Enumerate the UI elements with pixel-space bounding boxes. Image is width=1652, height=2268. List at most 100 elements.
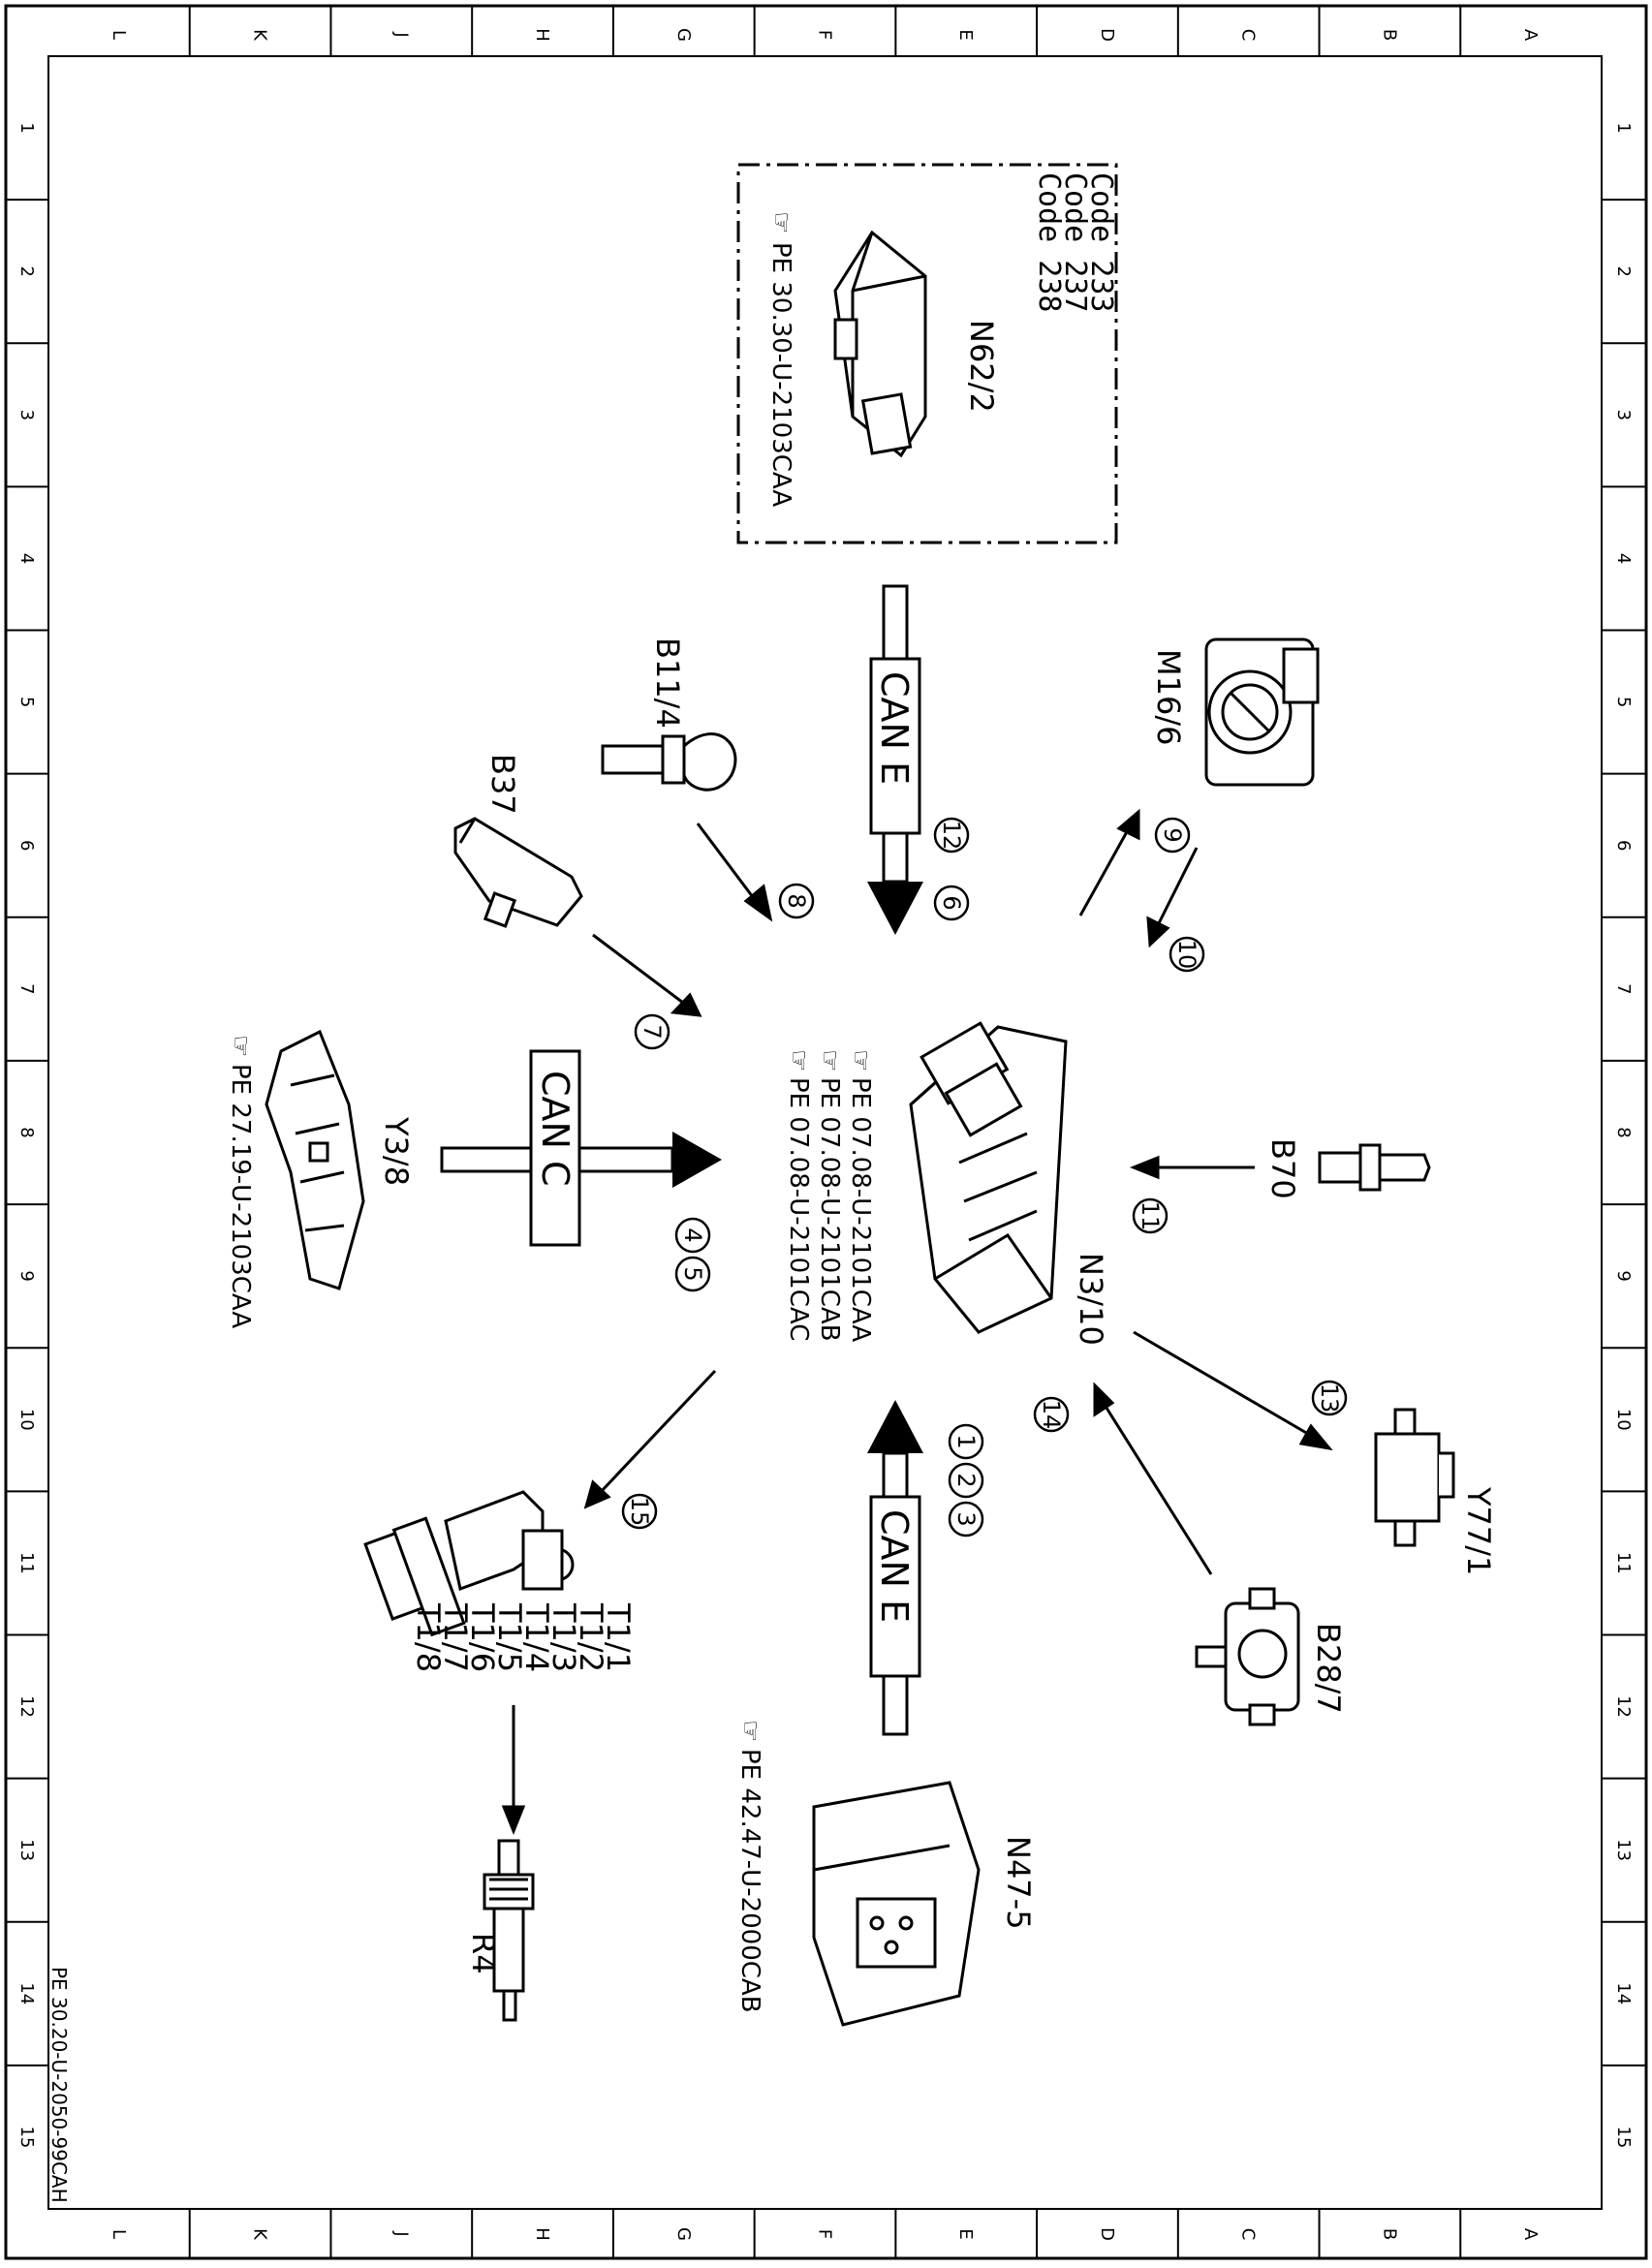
b37-pedal-icon [453,817,583,928]
grid-row-label-right: 10 [1613,1409,1634,1431]
n3-10-ref-icon-1: ☞ [846,1049,875,1072]
grid-row-label-right: 7 [1613,983,1634,994]
y77-1-label: Y77/1 [1460,1486,1497,1575]
signal-circle-12 [933,817,970,854]
grid-column-label-bottom: E [955,2228,976,2239]
grid-row-label-right: 5 [1613,697,1634,707]
t1-label-7: T1/7 [437,1602,474,1672]
n47-5-esp-icon [812,1781,981,2027]
signal-number-10: 10 [1173,940,1200,970]
signal-circle-8 [778,883,815,919]
t1-label-8: T1/8 [410,1602,447,1672]
grid-row-label-right: 9 [1613,1270,1634,1281]
n62-2-code-2: Code 237 [1058,172,1092,313]
signal-circle-10 [1169,936,1205,973]
y77-1-valve-icon [1374,1408,1455,1547]
arrow-ecu-to-t1 [599,1369,717,1494]
can-e-top-bus: CAN E [867,584,923,935]
grid-column-label-bottom: G [673,2227,694,2241]
grid-row-label-left: 3 [16,410,37,420]
y3-8-valve-body-icon [265,1029,365,1290]
grid-column-label-top: J [390,31,411,37]
m16-6-throttle-icon [1204,637,1320,787]
t1-label-5: T1/5 [491,1602,528,1672]
grid-column-label-bottom: C [1238,2228,1259,2241]
n3-10-ref-icon-2: ☞ [815,1049,844,1072]
can-e-bottom-label: CAN E [873,1509,916,1623]
grid-row-label-right: 8 [1613,1127,1634,1137]
grid-row-label-right: 1 [1613,122,1634,133]
grid-column-label-bottom: H [532,2227,552,2241]
grid-row-label-left: 2 [16,265,37,276]
n3-10-ref-3: PE 07.08-U-2101CAC [784,1077,813,1341]
arrow-t1-to-r4-head [501,1805,526,1836]
r4-spark-plug-icon [483,1839,535,2022]
can-c-label: CAN C [534,1071,577,1187]
signal-circle-3 [948,1501,984,1538]
grid-row-label-right: 3 [1613,410,1634,420]
grid-column-label-bottom: F [815,2229,835,2239]
grid-row-label-right: 11 [1613,1552,1634,1574]
t1-label-2: T1/2 [573,1602,609,1672]
y3-8-label: Y3/8 [378,1116,415,1186]
arrow-b11-4-to-ecu-head [743,884,773,922]
grid-column-label-top: H [532,28,552,42]
arrow-ecu-to-t1-head [583,1479,611,1509]
n62-2-ref: PE 30.30-U-2103CAA [766,242,795,507]
grid-row-label-left: 4 [16,553,37,564]
t1-label-1: T1/1 [600,1602,637,1672]
n62-2-optional-box [736,163,1118,544]
signal-number-12: 12 [938,821,965,851]
grid-row-label-left: 5 [16,697,37,707]
grid-row-label-left: 11 [16,1552,37,1574]
t1-label-6: T1/6 [464,1602,501,1672]
grid-column-label-top: E [955,29,976,40]
n62-2-ref-icon: ☞ [766,211,795,233]
signal-number-6: 6 [938,895,965,910]
y3-8-ref-icon: ☞ [226,1035,255,1057]
signal-circle-1 [948,1423,984,1460]
n3-10-ecu-icon [909,1021,1068,1334]
grid-column-label-top: A [1520,29,1541,42]
arrow-b11-4-to-ecu [696,823,758,902]
arrow-b37-to-ecu-head [670,992,702,1017]
arrow-b28-7-to-ecu [1103,1404,1213,1575]
signal-circle-11 [1132,1197,1169,1234]
grid-column-label-top: C [1238,29,1259,42]
grid-row-label-left: 10 [16,1409,37,1431]
signal-circle-15 [621,1493,658,1530]
y3-8-ref: PE 27.19-U-2103CAA [226,1064,255,1328]
arrow-ecu-to-y77-1 [1133,1330,1309,1436]
n3-10-label: N3/10 [1073,1253,1109,1346]
n62-2-code-1: Code 233 [1084,172,1118,313]
can-e-top-label: CAN E [873,671,916,785]
b28-7-label: B28/7 [1310,1623,1347,1714]
b11-4-sensor-icon [601,732,737,792]
b70-label: B70 [1264,1138,1301,1199]
grid-column-label-top: F [815,30,835,40]
signal-number-11: 11 [1137,1201,1164,1231]
arrow-m16-6-to-ecu [1156,847,1199,926]
signal-number-1: 1 [952,1434,980,1448]
arrow-b28-7-to-ecu-head [1093,1382,1115,1417]
b37-label: B37 [484,754,521,815]
signal-number-5: 5 [679,1266,706,1281]
signal-circle-9 [1154,817,1191,854]
grid-column-label-top: K [250,29,270,42]
inner-border [47,55,1603,2210]
arrow-b70-to-ecu-head [1129,1155,1160,1180]
grid-column-label-top: G [673,28,694,42]
grid-row-label-right: 2 [1613,265,1634,276]
b11-4-label: B11/4 [649,637,686,729]
r4-label: R4 [465,1933,502,1974]
n62-2-code-3: Code 238 [1032,172,1066,313]
n3-10-ref-2: PE 07.08-U-2101CAB [815,1077,844,1342]
grid-row-label-right: 14 [1613,1982,1634,2004]
grid-row-label-left: 12 [16,1695,37,1718]
grid-row-label-left: 14 [16,1982,37,2004]
